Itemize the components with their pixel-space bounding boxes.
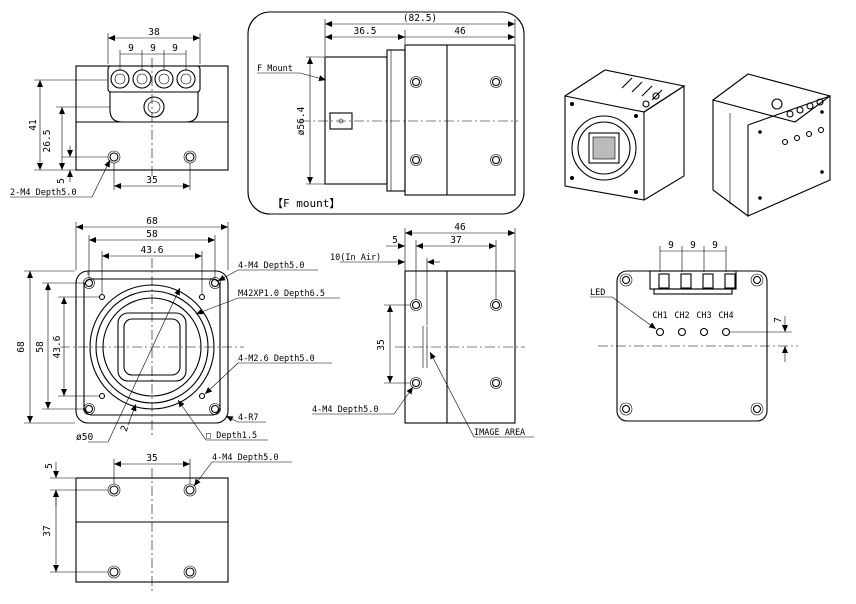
iso-view-front	[564, 69, 686, 201]
note-front-3: 4-M2.6 Depth5.0	[238, 354, 315, 364]
dim-82-5: (82.5)	[403, 13, 437, 24]
dim-5: 5	[56, 178, 67, 184]
note-front-5: □ Depth1.5	[206, 431, 257, 441]
iso-view-back	[711, 73, 832, 218]
dim-diameter: ø56.4	[296, 106, 307, 135]
ch2-label: CH2	[674, 311, 689, 321]
back-pitch-1: 9	[668, 240, 674, 251]
bottom-view: 35 5 37 4-M4 Depth5.0	[42, 453, 292, 594]
fmount-view: (82.5) 36.5 46 F Mount ø56.4 【F mount】	[247, 11, 525, 215]
in-air-label: 10(In Air)	[330, 253, 381, 263]
dim-side-35: 35	[376, 339, 387, 350]
fmount-title: 【F mount】	[272, 197, 340, 210]
ch1-label: CH1	[652, 311, 667, 321]
bottom-hole-note: 4-M4 Depth5.0	[212, 453, 279, 463]
back-view: 9 9 9 LED CH1 CH2 CH3 CH4 7	[590, 240, 798, 422]
ch4-label: CH4	[718, 311, 733, 321]
dim-height-58: 58	[35, 341, 46, 353]
dim-side-37: 37	[450, 235, 461, 246]
hole-note: 2-M4 Depth5.0	[10, 188, 77, 198]
side-view: 46 5 37 10(In Air) 35 4-M4 Depth5.0 IMAG…	[312, 222, 534, 438]
top-view: 38 9 9 9 41 26.5 5 35 2-M4 Depth5.0	[10, 27, 229, 198]
dim-side-5: 5	[392, 235, 398, 246]
note-front-2: M42XP1.0 Depth6.5	[238, 289, 325, 299]
dim-2: 2	[119, 424, 131, 433]
dim-38: 38	[148, 27, 160, 38]
dim-width-43-6: 43.6	[141, 245, 164, 256]
front-view: 68 58 43.6 68 58 43.6 ø50 2 4-M4	[16, 216, 340, 443]
dim-pitch-1: 9	[128, 43, 134, 54]
dim-46-top: 46	[454, 26, 466, 37]
fmount-label: F Mount	[257, 64, 293, 74]
diameter-50: ø50	[76, 432, 93, 443]
dim-26-5: 26.5	[42, 130, 53, 153]
dim-bottom-37: 37	[42, 525, 53, 536]
note-front-4: 4-R7	[238, 413, 258, 423]
dim-pitch-2: 9	[150, 43, 156, 54]
dim-35: 35	[146, 175, 157, 186]
dim-41: 41	[28, 119, 39, 131]
ch3-label: CH3	[696, 311, 711, 321]
dim-height-43-6: 43.6	[52, 335, 63, 358]
dim-height-68: 68	[16, 341, 27, 353]
dim-back-7: 7	[773, 317, 784, 323]
note-front-1: 4-M4 Depth5.0	[238, 261, 305, 271]
image-area-label: IMAGE AREA	[474, 428, 525, 438]
side-hole-note: 4-M4 Depth5.0	[312, 405, 379, 415]
led-label: LED	[590, 288, 605, 298]
back-pitch-2: 9	[690, 240, 696, 251]
dim-width-58: 58	[146, 229, 158, 240]
dim-width-68: 68	[146, 216, 158, 227]
back-pitch-3: 9	[712, 240, 718, 251]
dim-bottom-35: 35	[146, 453, 157, 464]
connector-row	[110, 69, 196, 89]
dim-36-5: 36.5	[354, 26, 377, 37]
dim-bottom-5: 5	[44, 463, 55, 469]
dim-side-46: 46	[454, 222, 466, 233]
dim-pitch-3: 9	[172, 43, 178, 54]
